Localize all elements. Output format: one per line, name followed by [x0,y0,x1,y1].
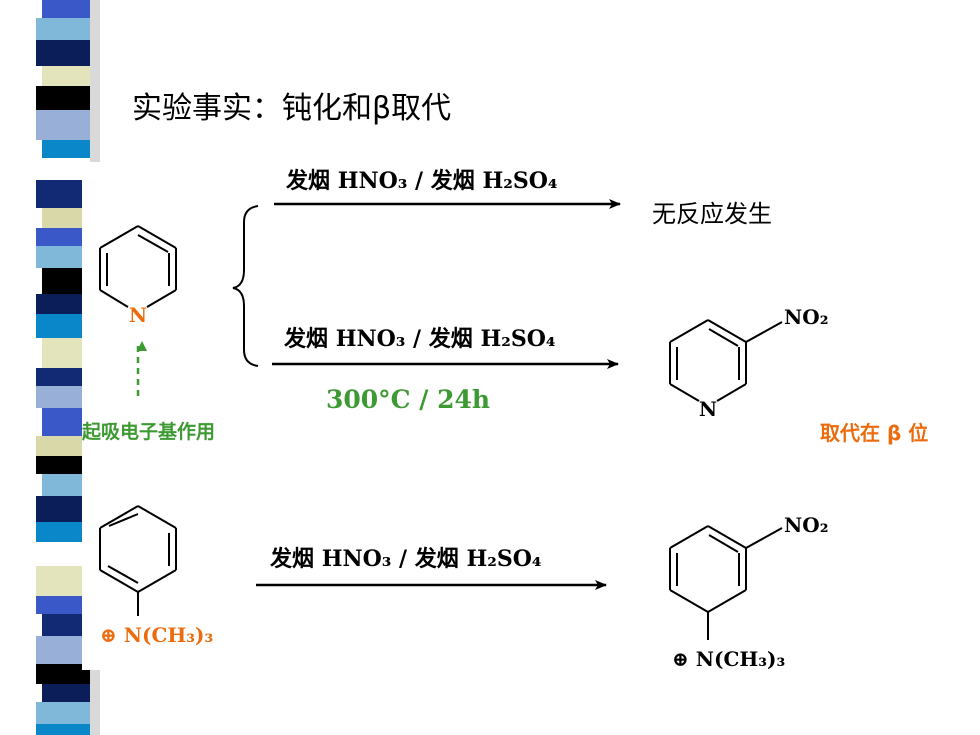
nitropyridine-n-atom: N [699,397,717,421]
strip-block [42,66,100,86]
content-panel [82,162,102,670]
nitropyridine-no2-group: NO₂ [784,305,828,329]
strip-block [42,0,100,18]
reaction2-reagents: 发烟 HNO₃ / 发烟 H₂SO₄ [283,326,556,352]
pyridine-n-atom: N [129,303,147,327]
nitroanilinium-no2-group: NO₂ [784,513,828,537]
strip-block [36,86,100,110]
reaction3-reagents: 发烟 HNO₃ / 发烟 H₂SO₄ [269,546,542,572]
strip-block [36,18,100,40]
strip-block [36,40,100,66]
nitropyridine-structure [669,319,783,402]
nitroanilinium-substituent: ⊕ N(CH₃)₃ [672,647,785,671]
reaction1-result: 无反应发生 [652,200,772,228]
strip-block [36,702,100,724]
page-title: 实验事实：钝化和β取代 [132,91,451,126]
reaction-brace [232,205,259,367]
strip-block [42,684,100,702]
reaction1-reagents: 发烟 HNO₃ / 发烟 H₂SO₄ [285,168,558,194]
strip-block [36,110,100,140]
nitroanilinium-structure [669,525,783,640]
strip-block [42,140,100,158]
beta-substitution-note: 取代在 β 位 [820,421,928,445]
strip-block [36,724,100,735]
reaction2-condition: 300°C / 24h [326,385,490,414]
anilinium-substituent: ⊕ N(CH₃)₃ [100,623,213,647]
pyridine-structure [99,225,177,308]
anilinium-structure [99,505,177,616]
electron-withdraw-note: 起吸电子基作用 [81,420,215,443]
